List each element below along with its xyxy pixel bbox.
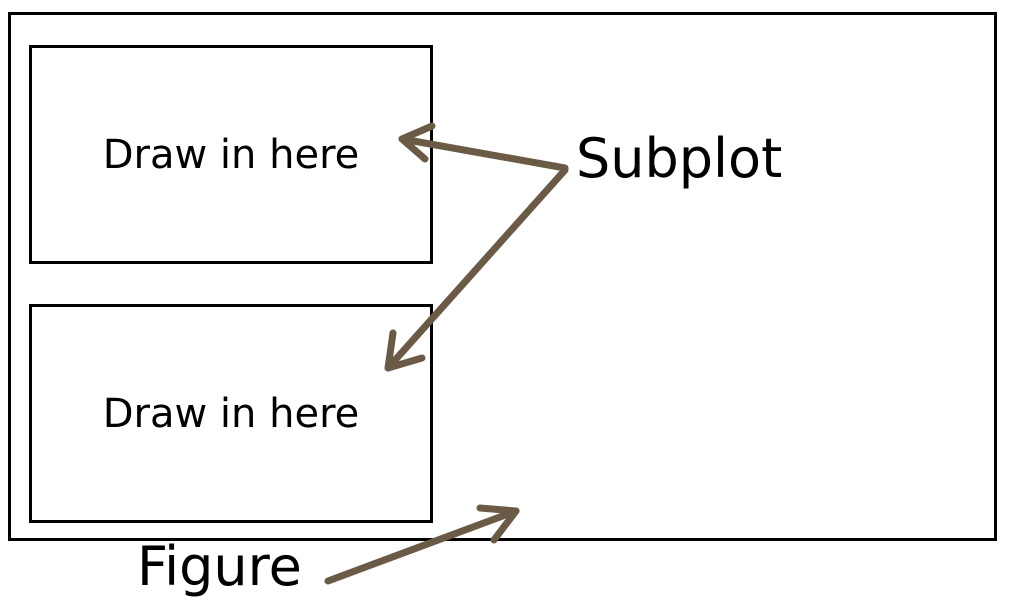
subplot-callout-label: Subplot — [576, 127, 783, 190]
subplot-panel-bottom-label: Draw in here — [102, 390, 360, 437]
arrow-subplot-to-bottom-panel — [384, 166, 569, 372]
subplot-panel-top-label: Draw in here — [102, 131, 360, 178]
arrow-figure-to-frame — [324, 504, 520, 585]
subplot-panel-top: Draw in here — [29, 45, 433, 264]
subplot-panel-bottom: Draw in here — [29, 304, 433, 523]
figure-callout-label: Figure — [137, 535, 302, 598]
arrow-subplot-to-top-panel — [398, 122, 569, 172]
